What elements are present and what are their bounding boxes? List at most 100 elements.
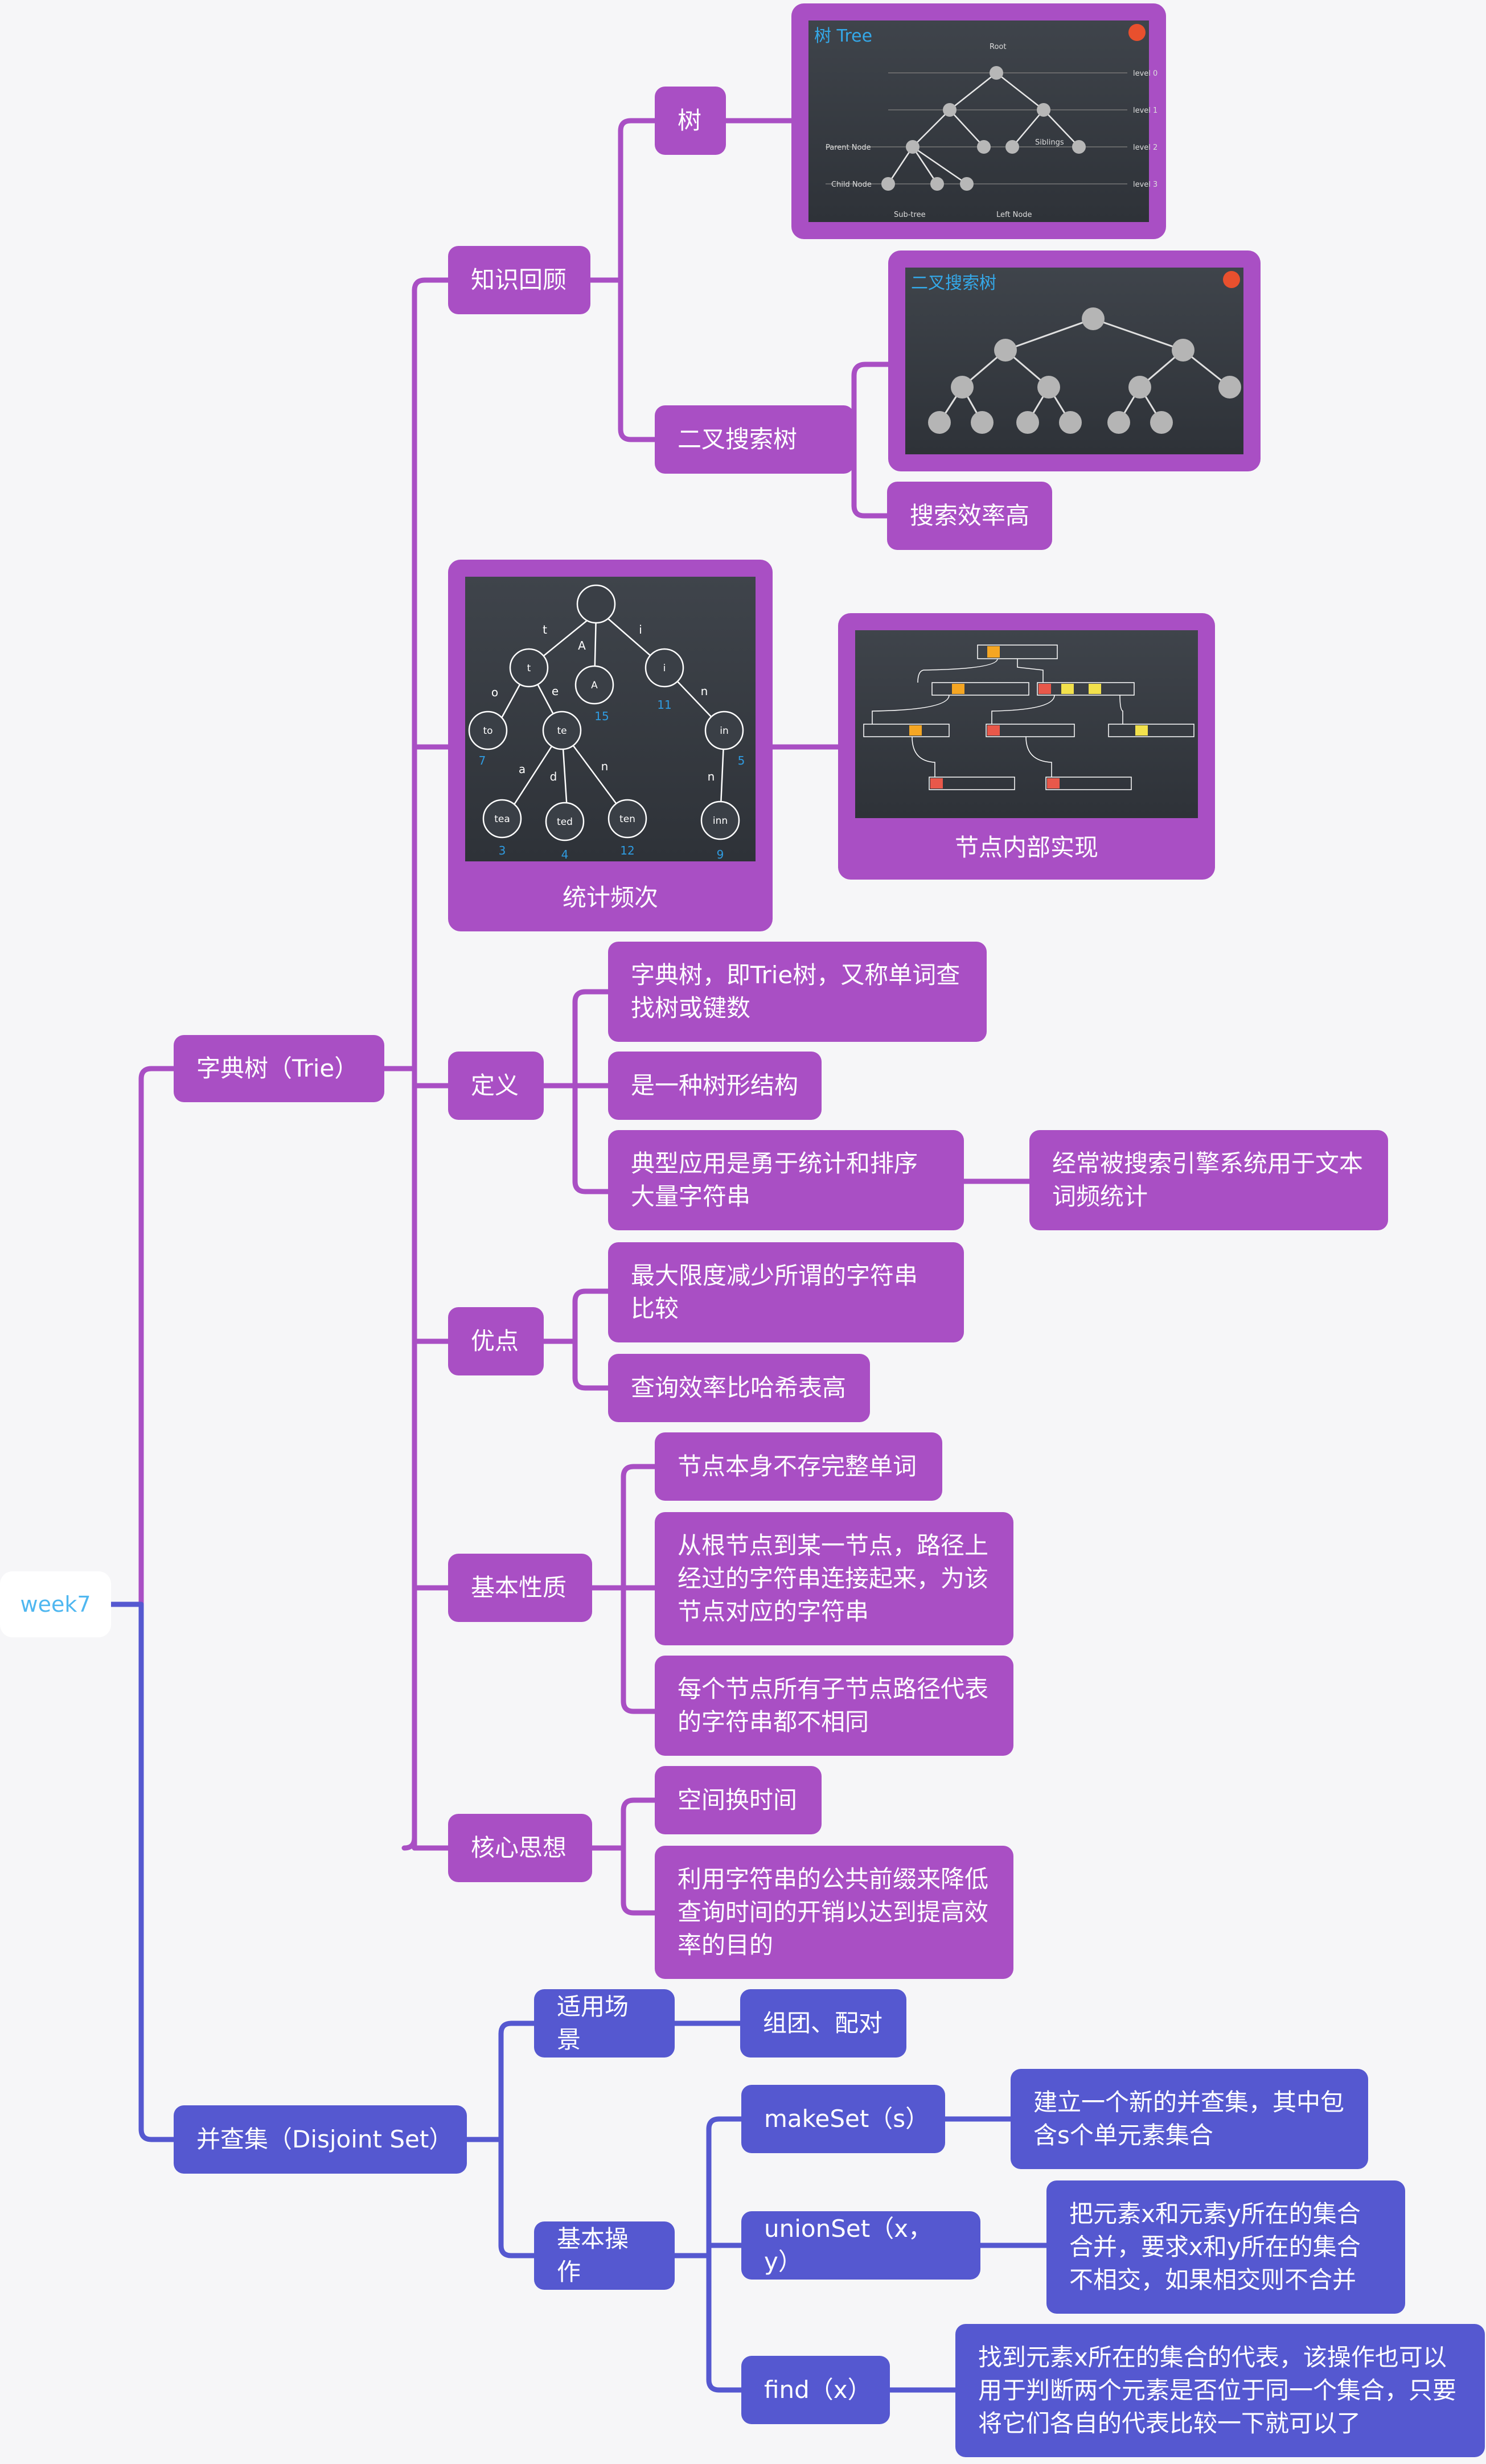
find-node[interactable]: find（x） [741, 2356, 890, 2424]
definition-item-1-text: 字典树，即Trie树，又称单词查找树或键数 [631, 961, 960, 1022]
edge-root-dsu [108, 1601, 176, 2142]
tree-image-node[interactable]: 树 Tree Root level [791, 3, 1166, 239]
properties-node[interactable]: 基本性质 [448, 1554, 592, 1622]
unionset-desc-text: 把元素x和元素y所在的集合合并，要求x和y所在的集合不相交，如果相交则不合并 [1069, 2200, 1361, 2294]
core-item-1[interactable]: 空间换时间 [655, 1766, 822, 1834]
edge-root-trie [108, 1066, 176, 1607]
stats-image-node[interactable]: t i A o e n a d n n t A i to te in tea t… [448, 560, 773, 931]
find-desc-text: 找到元素x所在的集合的代表，该操作也可以用于判断两个元素是否位于同一个集合，只要… [978, 2343, 1457, 2437]
logo-icon [1128, 24, 1146, 41]
property-item-2-text: 从根节点到某一节点，路径上经过的字符串连接起来，为该节点对应的字符串 [678, 1531, 989, 1625]
count-ten: 12 [620, 844, 634, 857]
root-node[interactable]: week7 [0, 1571, 111, 1637]
logo-icon [1223, 271, 1240, 288]
edge-review-children [588, 118, 658, 442]
tree-image: 树 Tree Root level [808, 20, 1157, 222]
dsu-label: 并查集（Disjoint Set） [196, 2125, 453, 2153]
core-node[interactable]: 核心思想 [448, 1814, 592, 1882]
edge-label-n2: n [601, 759, 609, 773]
level-2-text: level 2 [1133, 143, 1157, 152]
edge-def-children [541, 989, 611, 1194]
bst-node[interactable]: 二叉搜索树 [655, 405, 854, 474]
level-1-text: level 1 [1133, 106, 1157, 115]
property-item-1[interactable]: 节点本身不存完整单词 [655, 1432, 942, 1501]
trie-label: 字典树（Trie） [196, 1054, 359, 1082]
core-item-2-text: 利用字符串的公共前缀来降低查询时间的开销以达到提高效率的目的 [678, 1865, 989, 1959]
core-item-2[interactable]: 利用字符串的公共前缀来降低查询时间的开销以达到提高效率的目的 [655, 1846, 1013, 1979]
makeset-node[interactable]: makeSet（s） [741, 2085, 945, 2153]
bst-figure [928, 307, 1241, 434]
level-3-text: level 3 [1133, 180, 1157, 189]
ops-node[interactable]: 基本操作 [534, 2221, 675, 2290]
advantage-item-1[interactable]: 最大限度减少所谓的字符串比较 [608, 1242, 964, 1342]
advantage-item-2-text: 查询效率比哈希表高 [631, 1374, 847, 1402]
edge-label-e: e [552, 684, 559, 698]
tree-root-text: Root [990, 43, 1006, 51]
edge-label-a: a [519, 762, 526, 776]
count-tea: 3 [499, 844, 506, 857]
advantages-node[interactable]: 优点 [448, 1307, 544, 1375]
property-item-1-text: 节点本身不存完整单词 [678, 1452, 917, 1480]
bst-efficiency-node[interactable]: 搜索效率高 [887, 482, 1052, 550]
trie-figure-svg: t i A o e n a d n n t A i to te in tea t… [468, 584, 745, 861]
trie-node-to: to [483, 725, 492, 737]
count-i: 11 [657, 698, 671, 712]
edge-ops-children [672, 2116, 744, 2393]
review-node[interactable]: 知识回顾 [448, 246, 590, 314]
tree-node[interactable]: 树 [655, 87, 726, 155]
scenario-item-text: 组团、配对 [763, 2009, 883, 2037]
makeset-desc[interactable]: 建立一个新的并查集，其中包含s个单元素集合 [1011, 2069, 1368, 2169]
scenario-item[interactable]: 组团、配对 [740, 1989, 906, 2058]
edge-adv-children [541, 1288, 611, 1391]
trie-node-A: A [591, 680, 598, 691]
definition-item-1[interactable]: 字典树，即Trie树，又称单词查找树或键数 [608, 942, 987, 1042]
bst-image-node[interactable]: 二叉搜索树 [888, 250, 1261, 471]
definition-usage-node[interactable]: 经常被搜索引擎系统用于文本词频统计 [1029, 1130, 1388, 1230]
core-item-1-text: 空间换时间 [678, 1786, 798, 1814]
count-in: 5 [738, 754, 745, 767]
unionset-label: unionSet（x，y） [764, 2215, 933, 2276]
unionset-node[interactable]: unionSet（x，y） [741, 2211, 980, 2280]
review-label: 知识回顾 [471, 266, 567, 294]
level-0-text: level 0 [1133, 69, 1157, 78]
count-to: 7 [479, 754, 486, 767]
definition-label: 定义 [471, 1071, 519, 1099]
trie-node-i: i [663, 663, 666, 674]
bst-label: 二叉搜索树 [678, 425, 798, 453]
impl-image-node[interactable]: 节点内部实现 [838, 613, 1215, 880]
unionset-desc[interactable]: 把元素x和元素y所在的集合合并，要求x和y所在的集合不相交，如果相交则不合并 [1046, 2180, 1405, 2314]
edge-trunk-review [412, 277, 451, 293]
stats-caption: 统计频次 [562, 884, 658, 911]
trie-node-ten: ten [619, 814, 635, 825]
trie-node-tea: tea [494, 814, 510, 825]
child-node-text: Child Node [831, 180, 872, 189]
advantages-label: 优点 [471, 1327, 519, 1355]
edge-label-A: A [578, 639, 586, 652]
tree-label: 树 [678, 106, 702, 134]
find-label: find（x） [764, 2376, 872, 2404]
trie-node-ted: ted [557, 816, 573, 828]
property-item-2[interactable]: 从根节点到某一节点，路径上经过的字符串连接起来，为该节点对应的字符串 [655, 1512, 1013, 1645]
advantage-item-1-text: 最大限度减少所谓的字符串比较 [631, 1262, 918, 1323]
definition-item-3-text: 典型应用是勇于统计和排序大量字符串 [631, 1149, 918, 1210]
core-label: 核心思想 [471, 1834, 567, 1862]
edge-label-t: t [543, 623, 547, 636]
find-desc[interactable]: 找到元素x所在的集合的代表，该操作也可以用于判断两个元素是否位于同一个集合，只要… [955, 2324, 1485, 2457]
impl-figure-svg [863, 644, 1194, 790]
property-item-3[interactable]: 每个节点所有子节点路径代表的字符串都不相同 [655, 1656, 1013, 1756]
scenario-node[interactable]: 适用场景 [534, 1989, 675, 2058]
advantage-item-2[interactable]: 查询效率比哈希表高 [608, 1354, 870, 1422]
dsu-node[interactable]: 并查集（Disjoint Set） [174, 2105, 467, 2174]
edge-bst-children [851, 362, 891, 519]
trie-node[interactable]: 字典树（Trie） [174, 1035, 384, 1102]
trie-node-t: t [527, 663, 531, 674]
definition-item-2[interactable]: 是一种树形结构 [608, 1052, 822, 1120]
root-label: week7 [20, 1592, 91, 1617]
definition-node[interactable]: 定义 [448, 1052, 544, 1120]
definition-item-2-text: 是一种树形结构 [631, 1071, 799, 1099]
definition-item-3[interactable]: 典型应用是勇于统计和排序大量字符串 [608, 1130, 964, 1230]
ops-label: 基本操作 [557, 2225, 629, 2286]
scenario-label: 适用场景 [557, 1993, 629, 2054]
